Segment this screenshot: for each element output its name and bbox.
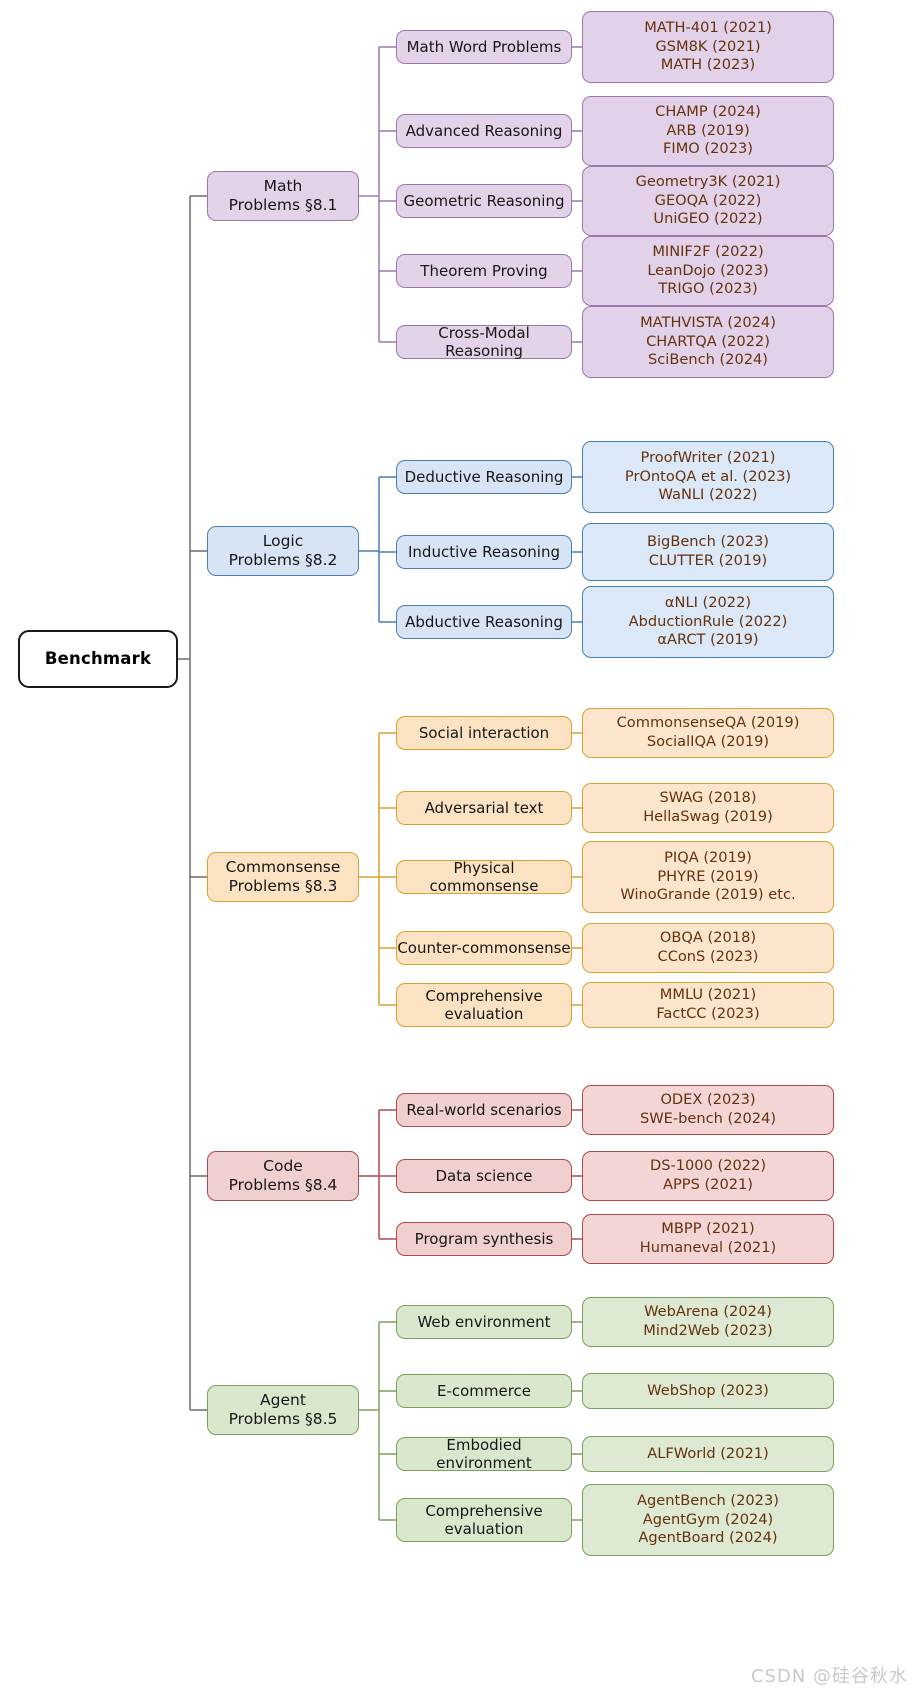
dataset-node-math-2[interactable]: Geometry3K (2021) GEOQA (2022) UniGEO (2… bbox=[582, 166, 834, 236]
category-node-math-1[interactable]: Advanced Reasoning bbox=[396, 114, 572, 148]
category-node-commonsense-4[interactable]: Comprehensive evaluation bbox=[396, 983, 572, 1027]
dataset-node-math-0[interactable]: MATH-401 (2021) GSM8K (2021) MATH (2023) bbox=[582, 11, 834, 83]
dataset-node-agent-2[interactable]: ALFWorld (2021) bbox=[582, 1436, 834, 1472]
dataset-node-logic-2[interactable]: αNLI (2022) AbductionRule (2022) αARCT (… bbox=[582, 586, 834, 658]
category-node-logic-2[interactable]: Abductive Reasoning bbox=[396, 605, 572, 639]
watermark: CSDN @硅谷秋水 bbox=[750, 1666, 908, 1687]
category-node-math-4[interactable]: Cross-Modal Reasoning bbox=[396, 324, 572, 360]
dataset-node-logic-1[interactable]: BigBench (2023) CLUTTER (2019) bbox=[582, 523, 834, 581]
dataset-node-agent-0[interactable]: WebArena (2024) Mind2Web (2023) bbox=[582, 1297, 834, 1347]
category-node-code-1[interactable]: Data science bbox=[396, 1159, 572, 1193]
dataset-node-code-0[interactable]: ODEX (2023) SWE-bench (2024) bbox=[582, 1085, 834, 1135]
dataset-node-commonsense-4[interactable]: MMLU (2021) FactCC (2023) bbox=[582, 982, 834, 1028]
category-node-code-2[interactable]: Program synthesis bbox=[396, 1222, 572, 1256]
category-node-agent-2[interactable]: Embodied environment bbox=[396, 1436, 572, 1472]
dataset-node-commonsense-2[interactable]: PIQA (2019) PHYRE (2019) WinoGrande (201… bbox=[582, 841, 834, 913]
dataset-node-code-2[interactable]: MBPP (2021) Humaneval (2021) bbox=[582, 1214, 834, 1264]
category-node-commonsense-0[interactable]: Social interaction bbox=[396, 716, 572, 750]
category-node-agent-1[interactable]: E-commerce bbox=[396, 1374, 572, 1408]
dataset-node-agent-1[interactable]: WebShop (2023) bbox=[582, 1373, 834, 1409]
category-node-code-0[interactable]: Real-world scenarios bbox=[396, 1093, 572, 1127]
dataset-node-math-4[interactable]: MATHVISTA (2024) CHARTQA (2022) SciBench… bbox=[582, 306, 834, 378]
category-node-agent-3[interactable]: Comprehensive evaluation bbox=[396, 1498, 572, 1542]
dataset-node-logic-0[interactable]: ProofWriter (2021) PrOntoQA et al. (2023… bbox=[582, 441, 834, 513]
category-node-math-0[interactable]: Math Word Problems bbox=[396, 30, 572, 64]
branch-node-logic[interactable]: Logic Problems §8.2 bbox=[207, 526, 359, 576]
branch-node-math[interactable]: Math Problems §8.1 bbox=[207, 171, 359, 221]
dataset-node-math-3[interactable]: MINIF2F (2022) LeanDojo (2023) TRIGO (20… bbox=[582, 236, 834, 306]
dataset-node-commonsense-3[interactable]: OBQA (2018) CConS (2023) bbox=[582, 923, 834, 973]
category-node-agent-0[interactable]: Web environment bbox=[396, 1305, 572, 1339]
branch-node-commonsense[interactable]: Commonsense Problems §8.3 bbox=[207, 852, 359, 902]
root-node-benchmark[interactable]: Benchmark bbox=[18, 630, 178, 688]
category-node-commonsense-3[interactable]: Counter-commonsense bbox=[396, 931, 572, 965]
dataset-node-code-1[interactable]: DS-1000 (2022) APPS (2021) bbox=[582, 1151, 834, 1201]
dataset-node-commonsense-0[interactable]: CommonsenseQA (2019) SocialIQA (2019) bbox=[582, 708, 834, 758]
dataset-node-commonsense-1[interactable]: SWAG (2018) HellaSwag (2019) bbox=[582, 783, 834, 833]
category-node-logic-0[interactable]: Deductive Reasoning bbox=[396, 460, 572, 494]
dataset-node-math-1[interactable]: CHAMP (2024) ARB (2019) FIMO (2023) bbox=[582, 96, 834, 166]
category-node-commonsense-2[interactable]: Physical commonsense bbox=[396, 859, 572, 895]
branch-node-agent[interactable]: Agent Problems §8.5 bbox=[207, 1385, 359, 1435]
category-node-logic-1[interactable]: Inductive Reasoning bbox=[396, 535, 572, 569]
branch-node-code[interactable]: Code Problems §8.4 bbox=[207, 1151, 359, 1201]
category-node-math-2[interactable]: Geometric Reasoning bbox=[396, 184, 572, 218]
category-node-math-3[interactable]: Theorem Proving bbox=[396, 254, 572, 288]
dataset-node-agent-3[interactable]: AgentBench (2023) AgentGym (2024) AgentB… bbox=[582, 1484, 834, 1556]
category-node-commonsense-1[interactable]: Adversarial text bbox=[396, 791, 572, 825]
